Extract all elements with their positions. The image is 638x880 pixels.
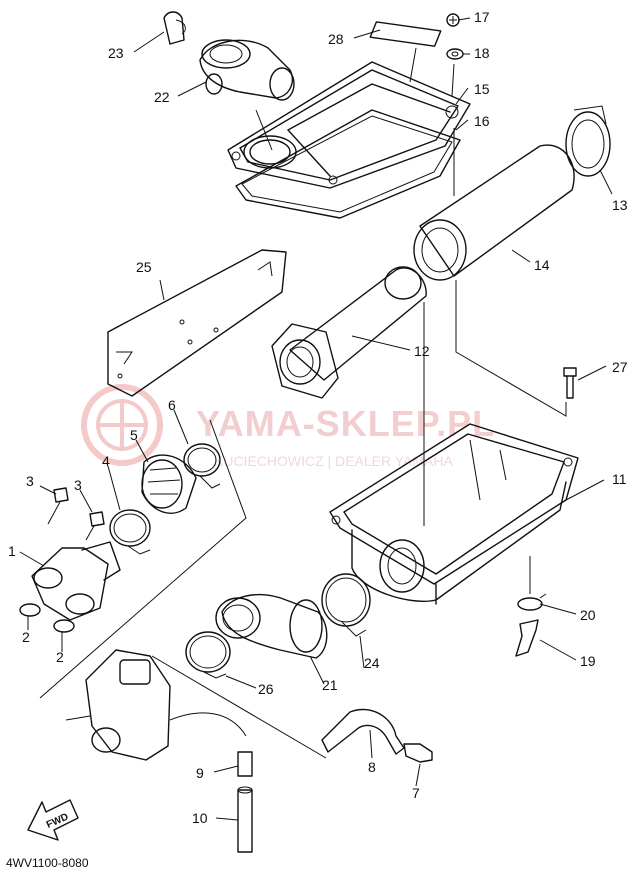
watermark-logo-icon [81, 384, 163, 466]
callout-19: 19 [580, 653, 596, 669]
callout-14: 14 [534, 257, 550, 273]
carburetor-joint [31, 541, 121, 621]
callout-26: 26 [258, 681, 274, 697]
fwd-arrow-icon: FWD [27, 799, 79, 841]
joint-clamp-small [109, 509, 151, 555]
drain-pipe-cap [237, 751, 253, 777]
carburetor [65, 649, 247, 761]
callout-5: 5 [130, 427, 138, 443]
breather-clip [163, 11, 186, 45]
callout-9: 9 [196, 765, 204, 781]
callout-27: 27 [612, 359, 628, 375]
callout-11: 11 [612, 471, 627, 487]
air-filter-cover [227, 61, 471, 189]
label-plate [369, 21, 442, 47]
drain-pipe [237, 786, 253, 853]
watermark: YAMA-SKLEP.PL KUCIECHOWICZ | DEALER YAMA… [81, 384, 495, 469]
watermark-subtitle: KUCIECHOWICZ | DEALER YAMAHA [214, 453, 453, 469]
element-guide [271, 266, 427, 399]
breather-hose [321, 708, 405, 755]
carburetor-boot [141, 454, 197, 514]
callout-1: 1 [8, 543, 16, 559]
leader-lines [19, 17, 613, 821]
boot-clamp [183, 443, 221, 489]
callout-16: 16 [474, 113, 490, 129]
callout-12: 12 [414, 343, 430, 359]
cover-gasket [235, 109, 461, 219]
joint-screw-upper [47, 487, 69, 525]
side-plate [107, 249, 287, 397]
joint-screw-lower [85, 511, 105, 541]
callout-18: 18 [474, 45, 490, 61]
callout-4: 4 [102, 453, 110, 469]
air-filter-case [329, 423, 579, 605]
joint-clamp-rear [321, 573, 371, 637]
case-bolt [563, 367, 577, 399]
callout-22: 22 [154, 89, 170, 105]
callout-10: 10 [192, 810, 208, 826]
intake-joint [215, 593, 328, 659]
element-cap [565, 105, 611, 177]
callout-3-lower: 3 [74, 477, 82, 493]
drain-plug [515, 619, 539, 657]
hose-clamp [403, 743, 433, 763]
callout-28: 28 [328, 31, 344, 47]
callout-13: 13 [612, 197, 628, 213]
callouts: 1 2 2 3 3 4 5 6 7 8 9 10 11 12 13 14 15 … [8, 9, 628, 826]
frame-lines [39, 47, 567, 759]
o-ring-lower [53, 619, 75, 633]
callout-7: 7 [412, 785, 420, 801]
catalog-code: 4WV1100-8080 [6, 856, 89, 870]
cover-screw [446, 13, 460, 27]
cover-washer [446, 48, 464, 60]
callout-3-upper: 3 [26, 473, 34, 489]
callout-23: 23 [108, 45, 124, 61]
callout-24: 24 [364, 655, 380, 671]
watermark-brand: YAMA-SKLEP.PL [196, 403, 495, 444]
drain-clip [517, 593, 547, 611]
callout-2-upper: 2 [22, 629, 30, 645]
air-filter-element [413, 144, 575, 281]
callout-25: 25 [136, 259, 152, 275]
callout-15: 15 [474, 81, 490, 97]
o-ring-upper [19, 603, 41, 617]
callout-21: 21 [322, 677, 338, 693]
callout-20: 20 [580, 607, 596, 623]
callout-8: 8 [368, 759, 376, 775]
callout-17: 17 [474, 9, 490, 25]
callout-6: 6 [168, 397, 176, 413]
callout-2-lower: 2 [56, 649, 64, 665]
breather-joint [199, 39, 295, 101]
joint-clamp-front [185, 631, 231, 679]
